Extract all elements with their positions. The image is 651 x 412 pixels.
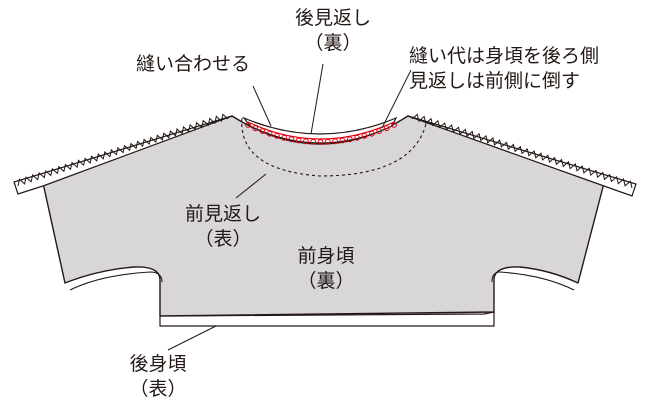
- seam-loop: [295, 137, 302, 144]
- right-underarm-line: [491, 271, 575, 291]
- front-body-shape: [42, 115, 605, 317]
- neck-seam-line: [247, 121, 395, 140]
- seam-loop: [361, 133, 368, 139]
- seam-loop: [245, 122, 251, 128]
- label-front-facing: 前見返し （表）: [184, 203, 261, 250]
- left-underarm-line: [69, 271, 163, 291]
- seam-loop: [383, 125, 390, 132]
- leader-back-facing: [310, 63, 324, 135]
- seam-loop: [281, 134, 288, 141]
- seam-loop: [288, 136, 295, 143]
- seam-loop: [310, 138, 317, 145]
- seam-loop: [266, 130, 273, 137]
- seam-loop: [332, 138, 339, 145]
- seam-loop: [346, 136, 353, 143]
- seam-loop: [368, 130, 375, 137]
- label-seam-note: 縫い代は身頃を後ろ側 見返しは前側に倒す: [409, 45, 600, 92]
- label-front-body: 前身頃 （裏）: [297, 245, 355, 292]
- seam-loop: [317, 139, 324, 145]
- front-facing-dashed: [241, 117, 427, 177]
- seam-loop: [376, 128, 383, 135]
- seam-loop: [303, 138, 309, 145]
- right-shoulder-overlock: [407, 113, 637, 197]
- seam-loop: [391, 122, 397, 128]
- neck-seam-overlock: [245, 122, 397, 145]
- seam-loop: [252, 125, 259, 132]
- leader-front-facing: [235, 173, 267, 199]
- seam-loop: [339, 137, 346, 144]
- label-back-body: 後身頃 （表）: [129, 353, 187, 400]
- seam-loop: [259, 128, 266, 135]
- leader-back-body: [167, 325, 217, 351]
- leader-seam-note: [381, 69, 412, 129]
- leader-sew-together: [252, 85, 272, 127]
- seam-loop: [354, 134, 361, 141]
- label-sew-together: 縫い合わせる: [136, 53, 251, 75]
- label-back-facing: 後見返し （裏）: [294, 7, 371, 54]
- left-shoulder-overlock: [13, 113, 233, 195]
- seam-loop: [274, 133, 280, 139]
- seam-loop: [324, 138, 331, 145]
